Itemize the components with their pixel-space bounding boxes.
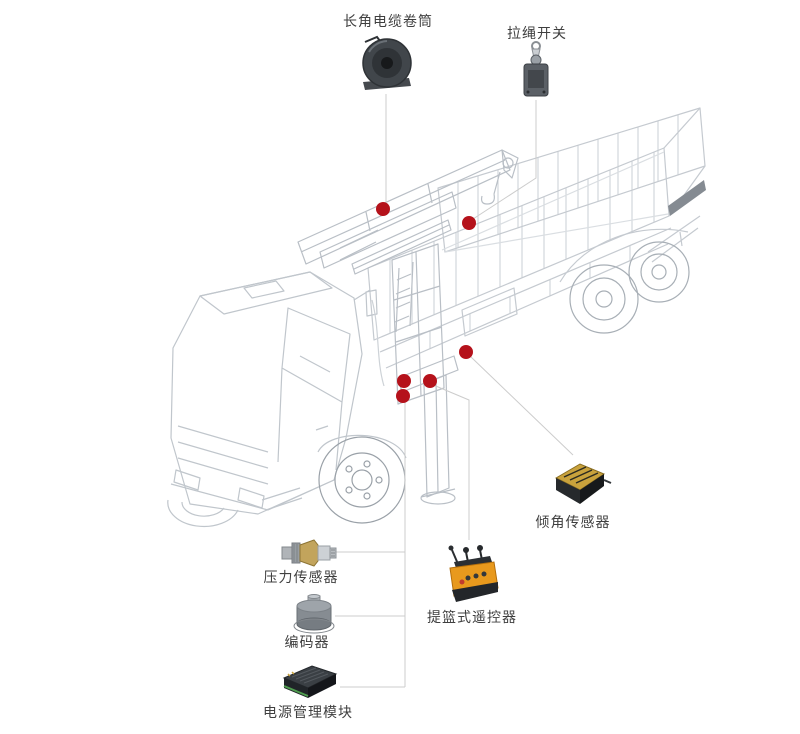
pull-rope-switch-illustration [523, 41, 549, 97]
label-encoder: 编码器 [284, 634, 330, 650]
hotspot-dot-boom [376, 202, 390, 216]
hotspot-dots [376, 202, 476, 403]
basket-remote-illustration [448, 545, 499, 602]
cargo-bed [367, 107, 706, 369]
power-module-illustration [282, 665, 338, 698]
label-power-module: 电源管理模块 [263, 704, 353, 720]
label-pressure-sensor: 压力传感器 [263, 569, 339, 585]
hotspot-dot-base-right [423, 374, 437, 388]
hotspot-dot-base-lower [396, 389, 410, 403]
outrigger-leg [397, 355, 459, 505]
tilt-sensor-illustration [554, 463, 612, 504]
hotspot-dot-base-left [397, 374, 411, 388]
label-tilt-sensor: 倾角传感器 [535, 514, 611, 530]
encoder-illustration [293, 594, 335, 634]
label-pull-rope-switch: 拉绳开关 [507, 25, 567, 41]
front-wheel [318, 436, 406, 524]
pressure-sensor-illustration [281, 539, 337, 567]
cab [167, 271, 407, 528]
hotspot-dot-bed-side [459, 345, 473, 359]
hotspot-dot-hook [462, 216, 476, 230]
label-cable-reel: 长角电缆卷筒 [343, 13, 433, 29]
cable-reel-illustration [362, 35, 412, 90]
connector-lines [333, 94, 574, 688]
rear-wheels [559, 228, 690, 334]
label-basket-remote: 提篮式遥控器 [427, 609, 517, 625]
crane-boom [297, 149, 519, 405]
